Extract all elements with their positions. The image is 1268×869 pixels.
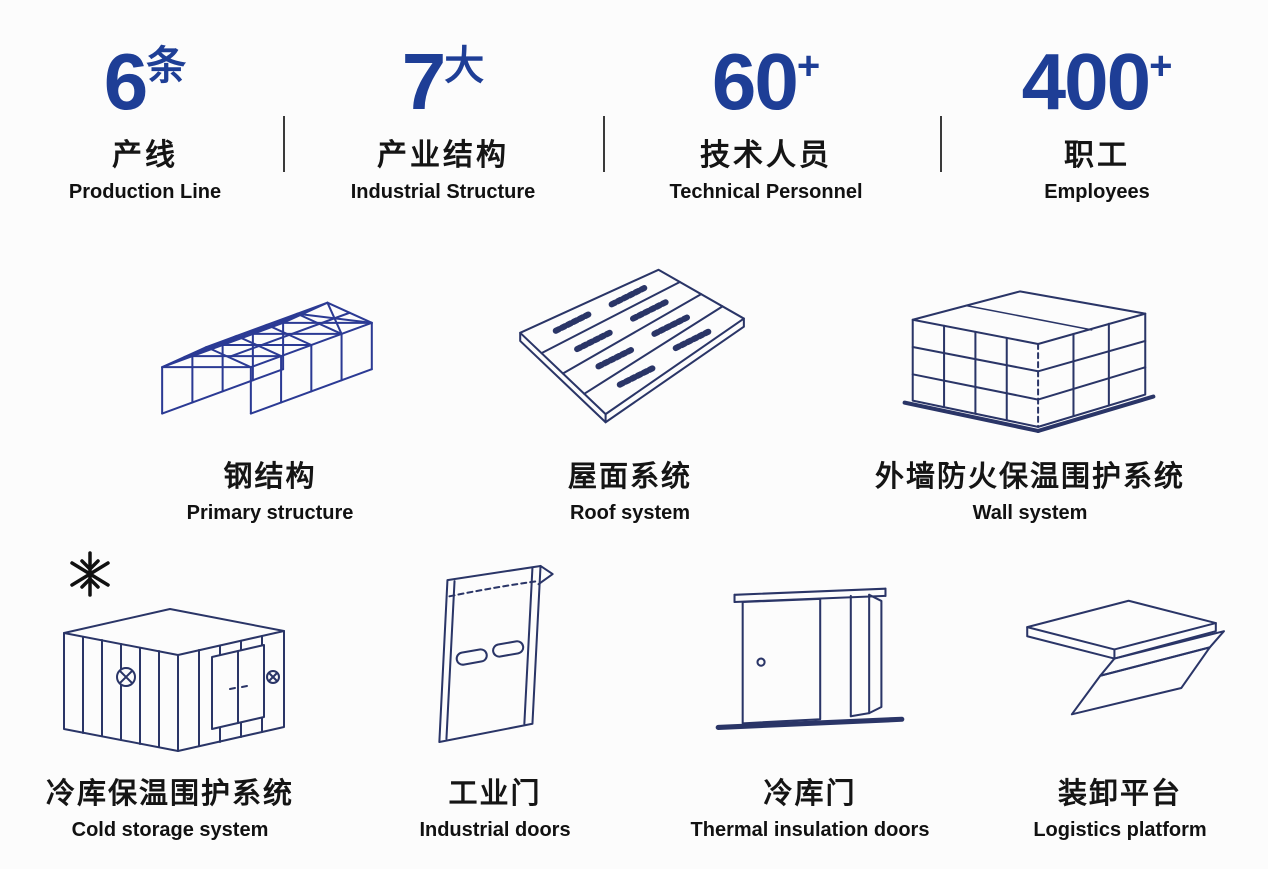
- stat-value: 400+: [972, 42, 1222, 122]
- product-card-cold-storage: 冷库保温围护系统 Cold storage system: [10, 548, 330, 842]
- product-label-zh: 冷库门: [763, 778, 857, 810]
- stat-unit-text: +: [1149, 44, 1173, 88]
- product-label-en: Logistics platform: [1033, 819, 1207, 841]
- product-card-roof-system: 屋面系统 Roof system: [450, 245, 810, 525]
- product-label-en: Industrial doors: [419, 819, 571, 841]
- stat-number-text: 7: [401, 37, 446, 126]
- dock-leveler-illustration: [975, 548, 1265, 762]
- stat-number-text: 400: [1021, 37, 1151, 126]
- product-label-en: Cold storage system: [71, 819, 269, 841]
- stat-production-lines: 6条 产线 Production Line: [20, 42, 270, 204]
- stat-label-en: Industrial Structure: [350, 181, 536, 203]
- product-card-dock-leveler: 装卸平台 Logistics platform: [975, 548, 1265, 842]
- product-label-zh: 外墙防火保温围护系统: [874, 461, 1185, 493]
- steel-structure-illustration: [90, 245, 450, 445]
- stat-value: 60+: [641, 42, 891, 122]
- product-card-primary-structure: 钢结构 Primary structure: [90, 245, 450, 525]
- cold-storage-illustration: [10, 548, 330, 762]
- stat-technical-personnel: 60+ 技术人员 Technical Personnel: [641, 42, 891, 204]
- product-label-zh: 冷库保温围护系统: [45, 778, 294, 810]
- industrial-door-illustration: [340, 548, 650, 762]
- product-label-zh: 屋面系统: [567, 461, 692, 493]
- stat-unit-text: 大: [444, 44, 485, 88]
- cold-storage-door-illustration: [650, 548, 970, 762]
- stat-label-en: Production Line: [68, 181, 222, 203]
- product-card-cold-storage-door: 冷库门 Thermal insulation doors: [650, 548, 970, 842]
- stat-divider: [283, 116, 285, 172]
- product-label-en: Wall system: [972, 502, 1088, 524]
- product-label-zh: 装卸平台: [1057, 778, 1182, 810]
- stat-value: 7大: [318, 42, 568, 122]
- wall-system-illustration: [830, 245, 1230, 445]
- product-card-industrial-door: 工业门 Industrial doors: [340, 548, 650, 842]
- stat-number-text: 6: [103, 37, 148, 126]
- stat-label-zh: 技术人员: [700, 139, 832, 172]
- product-label-en: Roof system: [569, 502, 691, 524]
- product-label-zh: 工业门: [448, 778, 542, 810]
- stat-number-text: 60: [711, 37, 799, 126]
- product-label-zh: 钢结构: [223, 461, 317, 493]
- stat-label-zh: 产线: [112, 139, 178, 172]
- stat-divider: [940, 116, 942, 172]
- product-card-wall-system: 外墙防火保温围护系统 Wall system: [830, 245, 1230, 525]
- roof-system-illustration: [450, 245, 810, 445]
- stat-label-en: Technical Personnel: [669, 181, 863, 203]
- stat-unit-text: 条: [146, 44, 187, 88]
- stat-label-en: Employees: [1044, 181, 1150, 203]
- stat-industrial-structure: 7大 产业结构 Industrial Structure: [318, 42, 568, 204]
- stat-value: 6条: [20, 42, 270, 122]
- stat-employees: 400+ 职工 Employees: [972, 42, 1222, 204]
- product-label-en: Primary structure: [186, 502, 354, 524]
- stat-unit-text: +: [796, 44, 821, 88]
- stat-divider: [603, 116, 605, 172]
- stat-label-zh: 职工: [1064, 139, 1130, 172]
- product-label-en: Thermal insulation doors: [690, 819, 930, 841]
- stat-label-zh: 产业结构: [377, 139, 509, 172]
- snowflake-icon: [70, 551, 110, 597]
